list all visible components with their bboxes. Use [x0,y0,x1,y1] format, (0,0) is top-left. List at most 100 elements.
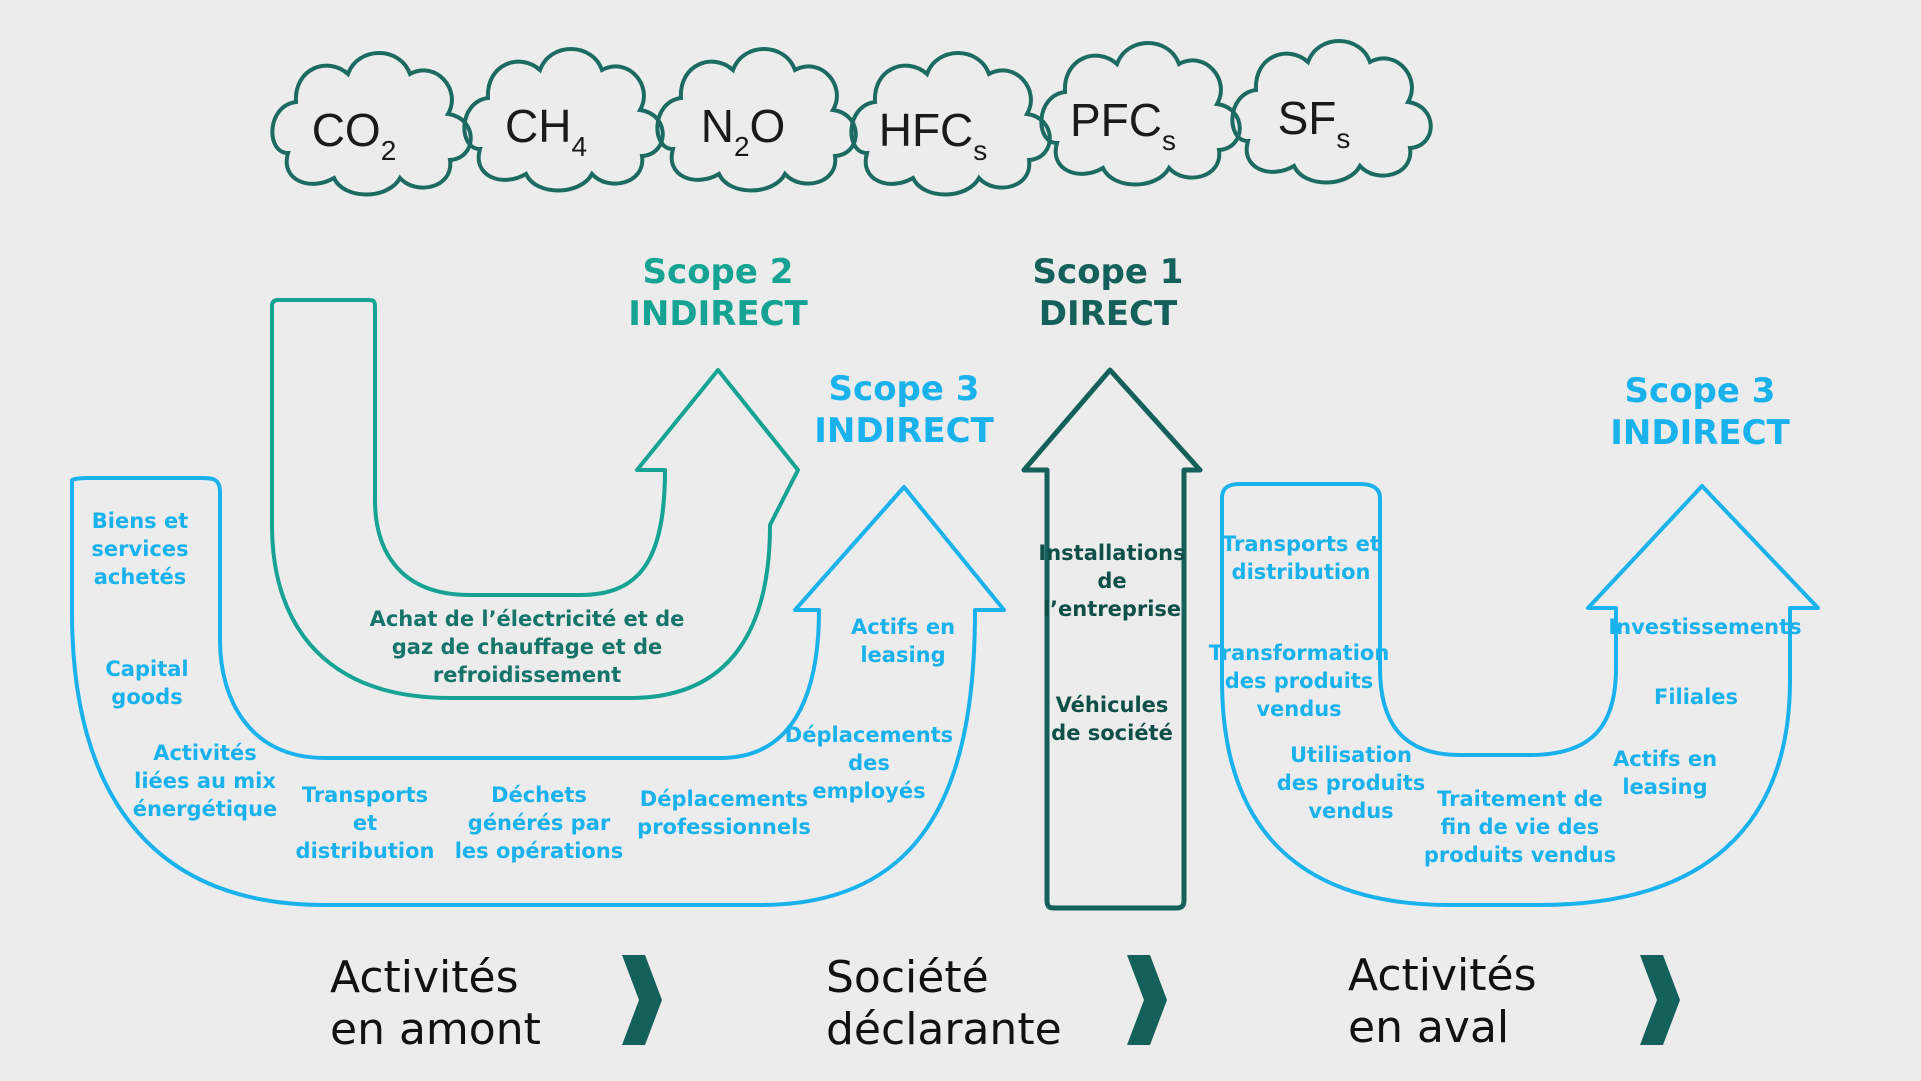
svg-text:Achat de l’électricité et de: Achat de l’électricité et de [370,607,685,631]
cloud-hfcs: HFCs [849,51,1052,197]
scope2-item-electricite: Achat de l’électricité et de gaz de chau… [370,607,685,687]
svg-text:des produits: des produits [1225,669,1374,693]
scope3-upstream-title: Scope 3 [829,369,980,409]
scope1-arrow [1021,367,1203,911]
chevron-right-icon [622,955,662,1045]
svg-text:des: des [848,751,890,775]
svg-text:gaz de chauffage et de: gaz de chauffage et de [392,635,662,659]
chevron-right-icon [1640,955,1680,1045]
upstream-item-deplacements-pro: Déplacements professionnels [637,787,811,839]
svg-text:fin de vie des: fin de vie des [1441,815,1600,839]
gas-label-pfcs: PFCs [1070,94,1176,156]
svg-text:goods: goods [111,685,182,709]
downstream-item-investissements: Investissements [1608,615,1801,639]
cloud-co2: CO2 [270,51,473,197]
scope2-arrow [270,298,800,700]
svg-text:énergétique: énergétique [133,797,278,821]
svg-text:Société: Société [826,952,989,1003]
upstream-item-actifs-leasing: Actifs en leasing [851,615,955,667]
scope3-downstream-arrow [1220,482,1820,907]
svg-text:leasing: leasing [860,643,945,667]
svg-text:en amont: en amont [330,1004,541,1055]
svg-text:refroidissement: refroidissement [433,663,621,687]
svg-text:l’entreprise: l’entreprise [1043,597,1181,621]
gas-label-sfs: SFs [1278,92,1351,154]
svg-text:de: de [1097,569,1126,593]
svg-text:Actifs en: Actifs en [851,615,955,639]
downstream-item-transports: Transports et distribution [1222,532,1380,584]
svg-text:de société: de société [1051,721,1173,745]
svg-text:Déchets: Déchets [491,783,587,807]
stage-aval: Activités en aval [1348,950,1537,1053]
svg-text:services: services [91,537,188,561]
svg-text:distribution: distribution [296,839,435,863]
svg-text:des produits: des produits [1277,771,1426,795]
svg-text:Activités: Activités [330,952,519,1003]
scope3-downstream-subtitle: INDIRECT [1610,413,1790,453]
svg-text:leasing: leasing [1622,775,1707,799]
gas-label-hfcs: HFCs [879,104,988,166]
svg-text:Déplacements: Déplacements [640,787,808,811]
svg-text:Filiales: Filiales [1654,685,1738,709]
cloud-n2o: N2O [655,47,858,193]
svg-text:Actifs en: Actifs en [1613,747,1717,771]
scope1-item-installations: Installations de l’entreprise [1038,541,1185,621]
downstream-item-transformation: Transformation des produits vendus [1209,641,1390,721]
svg-text:professionnels: professionnels [637,815,811,839]
svg-text:en aval: en aval [1348,1002,1509,1053]
svg-text:Véhicules: Véhicules [1056,693,1169,717]
chevron-right-icon [1127,955,1167,1045]
svg-text:vendus: vendus [1308,799,1393,823]
svg-text:Transports: Transports [302,783,428,807]
svg-text:distribution: distribution [1232,560,1371,584]
cloud-pfcs: PFCs [1039,41,1242,187]
scope1-title: Scope 1 [1033,252,1184,292]
svg-text:Activités: Activités [1348,950,1537,1001]
svg-text:Déplacements: Déplacements [785,723,953,747]
downstream-item-traitement: Traitement de fin de vie des produits ve… [1424,787,1616,867]
stage-amont: Activités en amont [330,952,541,1055]
cloud-sfs: SFs [1230,39,1433,185]
upstream-item-activites-energie: Activités liées au mix énergétique [133,741,278,821]
svg-text:et: et [353,811,377,835]
gas-label-co2: CO2 [312,104,397,166]
svg-text:Installations: Installations [1038,541,1185,565]
svg-text:Activités: Activités [153,741,257,765]
scope1-subtitle: DIRECT [1039,294,1178,334]
upstream-item-deplacements-employes: Déplacements des employés [785,723,953,803]
svg-text:Transformation: Transformation [1209,641,1390,665]
svg-text:achetés: achetés [94,565,187,589]
svg-text:Biens et: Biens et [92,509,189,533]
gas-label-ch4: CH4 [505,100,587,162]
svg-text:Traitement de: Traitement de [1437,787,1603,811]
svg-text:produits vendus: produits vendus [1424,843,1616,867]
upstream-item-capital: Capital goods [105,657,188,709]
scope3-downstream-title: Scope 3 [1625,371,1776,411]
upstream-item-transports: Transports et distribution [296,783,435,863]
svg-text:liées au mix: liées au mix [134,769,276,793]
scope3-upstream-subtitle: INDIRECT [814,411,994,451]
scope2-subtitle: INDIRECT [628,294,808,334]
svg-text:vendus: vendus [1256,697,1341,721]
svg-text:déclarante: déclarante [826,1004,1062,1055]
stage-societe: Société déclarante [826,952,1062,1055]
svg-text:Capital: Capital [105,657,188,681]
downstream-item-filiales: Filiales [1654,685,1738,709]
cloud-ch4: CH4 [462,47,665,193]
scope1-item-vehicules: Véhicules de société [1051,693,1173,745]
svg-text:Transports et: Transports et [1222,532,1380,556]
downstream-item-utilisation: Utilisation des produits vendus [1277,743,1426,823]
svg-text:Utilisation: Utilisation [1290,743,1412,767]
downstream-item-actifs-leasing: Actifs en leasing [1613,747,1717,799]
svg-text:les opérations: les opérations [455,839,624,863]
svg-text:Investissements: Investissements [1608,615,1801,639]
svg-text:employés: employés [812,779,925,803]
upstream-item-biens: Biens et services achetés [91,509,188,589]
svg-text:générés par: générés par [468,811,611,835]
upstream-item-dechets: Déchets générés par les opérations [455,783,624,863]
scope2-title: Scope 2 [643,252,794,292]
scope3-upstream-arrow [70,476,1006,907]
gas-label-n2o: N2O [701,100,786,162]
